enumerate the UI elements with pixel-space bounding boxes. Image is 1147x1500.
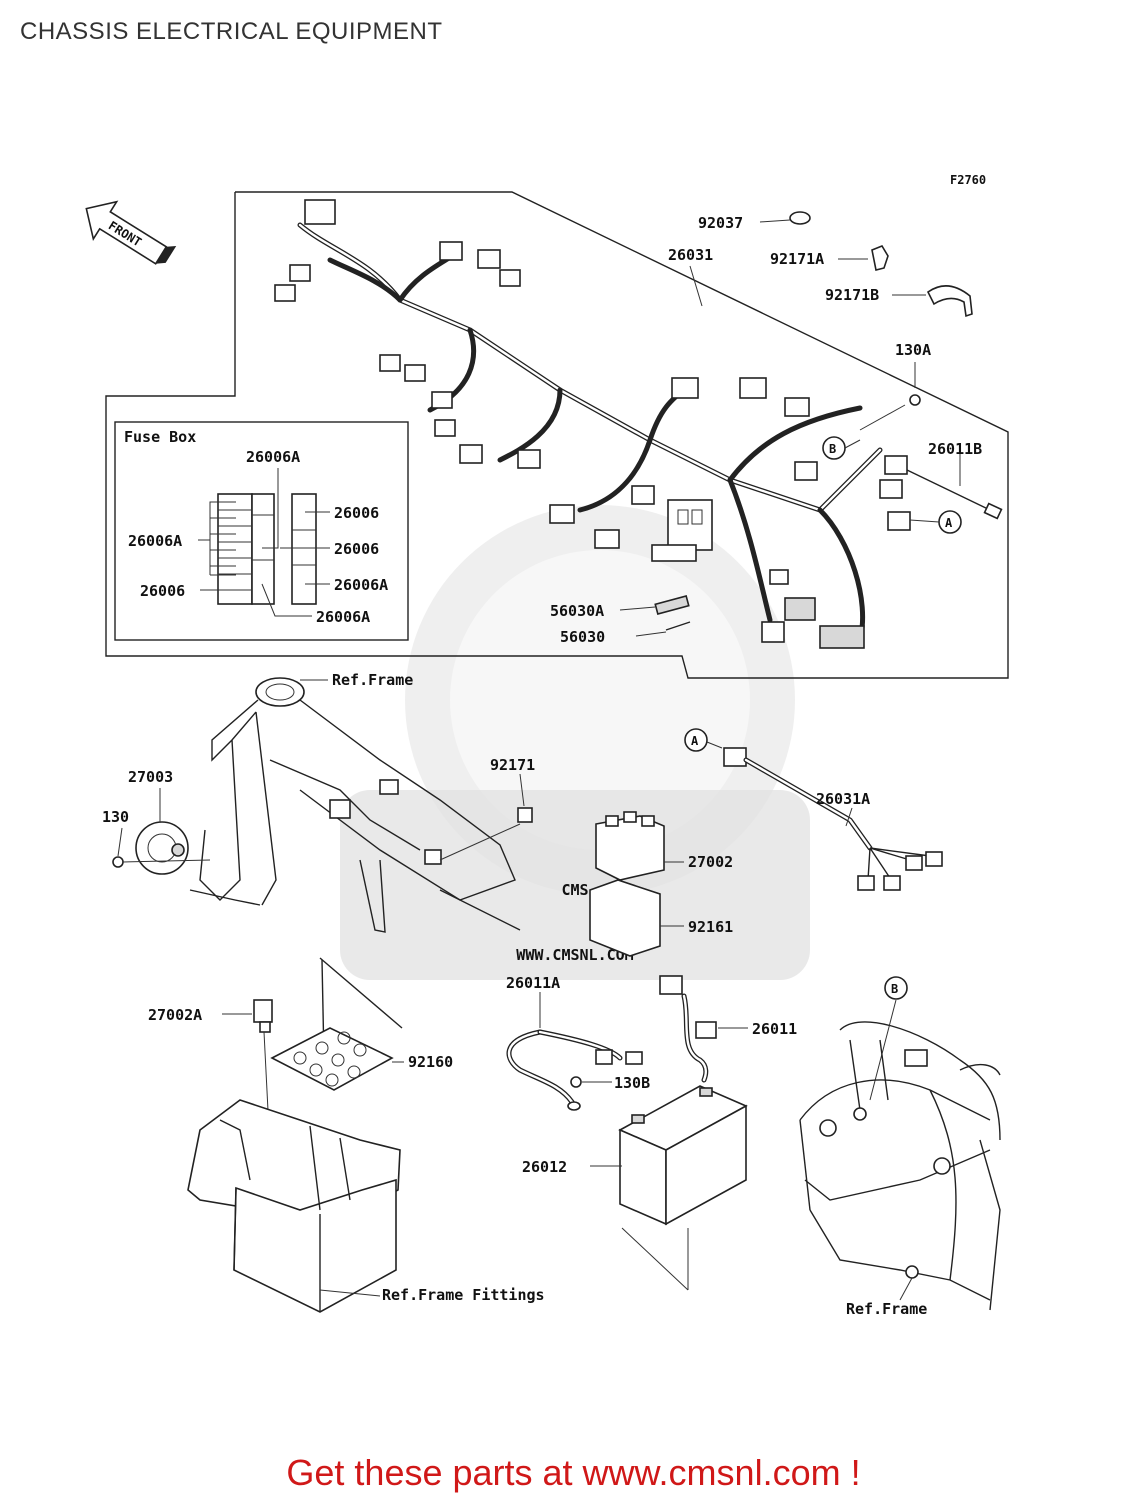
fuse-box-title: Fuse Box (124, 428, 196, 446)
watermark: CMS WWW.CMSNL.COM (340, 505, 810, 980)
callout-ref-frame-top: Ref.Frame (332, 671, 413, 689)
ecu-27002: 27002 (595, 811, 733, 881)
callout-27002a: 27002A (148, 1006, 202, 1024)
cable-26011a: 26011A (506, 974, 643, 1111)
battery-case-assembly: 92160 27002A Ref.Frame Fittings (148, 957, 545, 1313)
callout-130: 130 (102, 808, 129, 826)
watermark-brand: CMS (561, 881, 588, 899)
marker-b-top: B (822, 436, 861, 460)
footer-cta-link[interactable]: Get these parts at www.cmsnl.com ! (286, 1452, 861, 1493)
relay-module (651, 499, 713, 562)
labels-56030: 56030A 56030 (550, 595, 691, 646)
fuse-label-bottom: 26006A (316, 608, 370, 626)
callout-92171a: 92171A (770, 250, 824, 268)
cushion-92160: 92160 (270, 1027, 453, 1091)
clamp-92171b: 92171B (825, 285, 973, 318)
fuse-label-right-2: 26006 (334, 540, 379, 558)
marker-a-sub: A (691, 734, 699, 748)
callout-26031a: 26031A (816, 790, 870, 808)
callout-92161: 92161 (688, 918, 733, 936)
bolt-130a: 130A (895, 341, 931, 406)
figure-code: F2760 (950, 173, 986, 187)
bolt-130b: 130B (570, 1074, 650, 1092)
svg-text:B: B (829, 442, 836, 456)
page-title: CHASSIS ELECTRICAL EQUIPMENT (20, 18, 443, 45)
marker-a-top: A (909, 510, 962, 534)
main-harness (274, 199, 911, 649)
cable-26011: 26011 (659, 975, 797, 1083)
callout-27003: 27003 (128, 768, 173, 786)
callout-92160: 92160 (408, 1053, 453, 1071)
watermark-site: WWW.CMSNL.COM (516, 946, 633, 964)
callout-92171b: 92171B (825, 286, 879, 304)
main-group-outline (105, 191, 1009, 679)
fuse-box-inset: Fuse Box 26006A 26006 26006 26006A 26006… (114, 421, 409, 641)
sub-harness-26031a: A 26031A (684, 728, 943, 891)
callout-26011: 26011 (752, 1020, 797, 1038)
callout-26012: 26012 (522, 1158, 567, 1176)
front-arrow-icon: FRONT (85, 200, 177, 265)
frame-rear: B Ref.Frame (799, 976, 1001, 1318)
horn-27003: 27003 130 (102, 768, 211, 875)
callout-ref-frame-bottom: Ref.Frame (846, 1300, 927, 1318)
callout-130a: 130A (895, 341, 931, 359)
svg-text:A: A (945, 516, 953, 530)
fuse-label-left-1: 26006A (128, 532, 182, 550)
callout-92037: 92037 (698, 214, 743, 232)
fuse-label-top: 26006A (246, 448, 300, 466)
callout-ref-frame-fittings: Ref.Frame Fittings (382, 1286, 545, 1304)
clamp-92171a: 92171A (770, 245, 889, 271)
callout-26011b: 26011B (928, 440, 982, 458)
lead-26011b: 26011B (884, 440, 1003, 520)
harness-connector-icon (304, 199, 336, 225)
battery-26012: 26012 (522, 1085, 748, 1291)
clamp-92037: 92037 (698, 211, 811, 232)
callout-92171: 92171 (490, 756, 535, 774)
fuse-label-right-1: 26006 (334, 504, 379, 522)
parts-diagram: CMS WWW.CMSNL.COM F2760 FRONT (85, 173, 1009, 1318)
callout-26011a: 26011A (506, 974, 560, 992)
fuse-label-right-3: 26006A (334, 576, 388, 594)
callout-27002: 27002 (688, 853, 733, 871)
callout-56030: 56030 (560, 628, 605, 646)
clip-92171: 92171 (439, 756, 535, 861)
callout-56030a: 56030A (550, 602, 604, 620)
fuse-label-left-2: 26006 (140, 582, 185, 600)
callout-130b: 130B (614, 1074, 650, 1092)
frame-front: Ref.Frame (189, 671, 521, 933)
case-92161: 92161 (589, 879, 733, 957)
marker-b-bottom: B (891, 982, 898, 996)
callout-26031: 26031 (668, 246, 713, 264)
